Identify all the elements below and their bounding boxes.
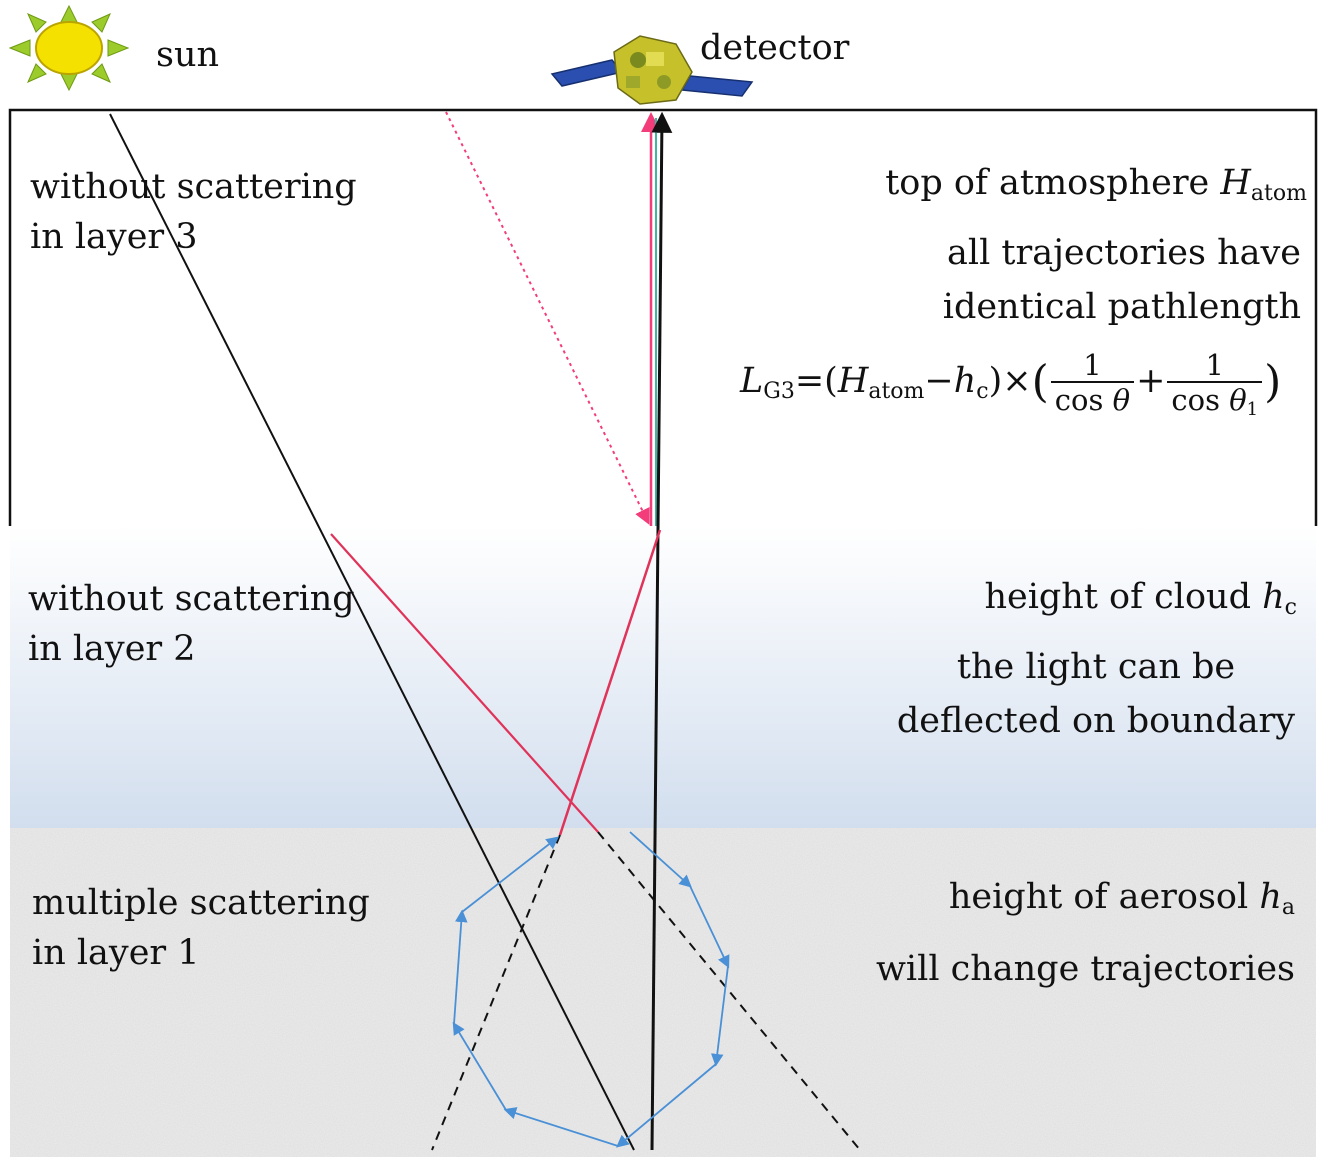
sun-label: sun (156, 35, 220, 75)
change-trajectories-label: will change trajectories (875, 949, 1295, 989)
identical-pathlength-label: all trajectories have identical pathleng… (942, 233, 1301, 327)
top-of-atmosphere-label: top of atmosphere Hatom (885, 163, 1307, 206)
pink-dotted-ray (445, 111, 650, 525)
top-of-atmosphere-frame (8, 108, 1318, 526)
deflected-boundary-label: the light can be deflected on boundary (896, 647, 1296, 741)
incident-ray-black (109, 113, 635, 1151)
red-deflected-ray-up (558, 529, 662, 836)
multiple-scattering-path (452, 831, 730, 1148)
height-of-cloud-label: height of cloud hc (984, 577, 1297, 620)
black-vertical-ray (650, 111, 673, 1151)
layer-3-region (10, 110, 1316, 526)
red-deflected-ray-down (330, 533, 599, 833)
detector-label: detector (700, 28, 850, 68)
layer-2-region (10, 526, 1316, 828)
sun-icon (8, 4, 130, 92)
layer-1-texture (10, 828, 1316, 1157)
dashed-ray-right (597, 831, 861, 1151)
dashed-ray-left (431, 834, 561, 1151)
satellite-icon (550, 35, 754, 105)
layer-1-label: multiple scattering in layer 1 (32, 883, 370, 973)
height-of-aerosol-label: height of aerosol ha (948, 877, 1295, 920)
layer-3-label: without scattering in layer 3 (30, 167, 357, 257)
layer-2-label: without scattering in layer 2 (28, 579, 355, 669)
